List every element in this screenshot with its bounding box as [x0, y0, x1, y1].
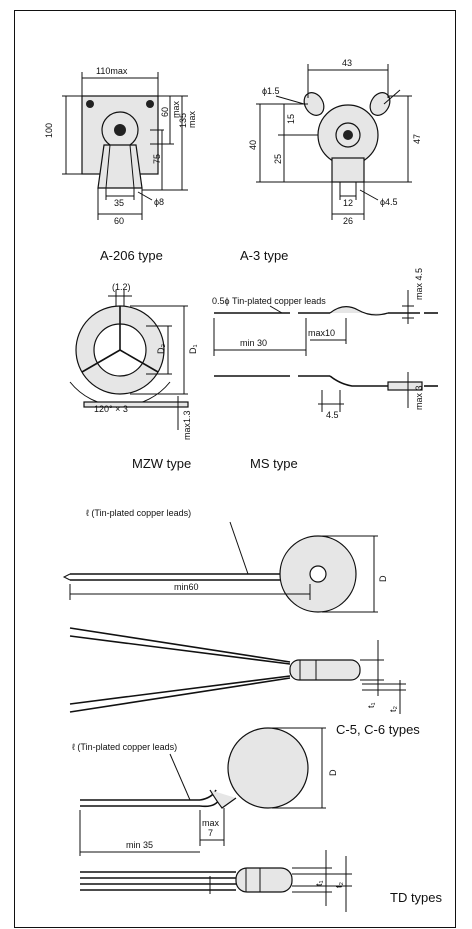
ms-max3-label: max 3	[414, 385, 424, 410]
a3-center	[343, 130, 353, 140]
drawing-frame	[14, 10, 456, 928]
ms-diagram	[213, 290, 438, 412]
a206-h135-label: 135	[178, 113, 188, 128]
a3-stem	[331, 157, 365, 183]
td-t2-label: t₂	[334, 881, 344, 888]
a3-w26-label: 26	[343, 216, 353, 226]
a206-h135-max: max	[187, 110, 197, 128]
c56-d-label: D	[378, 575, 388, 582]
caption-td: TD types	[390, 890, 443, 905]
ms-element-top	[329, 306, 389, 316]
td-diagram	[79, 727, 352, 912]
a206-corner-hole	[86, 100, 94, 108]
a3-h47-label: 47	[412, 134, 422, 144]
caption-a3: A-3 type	[240, 248, 288, 263]
caption-c5c6: C-5, C-6 types	[336, 722, 420, 737]
a206-w35-label: 35	[114, 198, 124, 208]
a206-height-label: 100	[44, 123, 54, 138]
td-disc	[227, 727, 309, 809]
a3-h15-label: 15	[286, 114, 296, 124]
caption-ms: MS type	[250, 456, 298, 471]
c56-side-lead-upper	[69, 627, 291, 663]
td-t1-label: t₁	[314, 880, 324, 886]
td-leads-label: ℓ (Tin-plated copper leads)	[72, 742, 177, 752]
a206-h60-max: max	[171, 100, 181, 118]
a3-ear-right	[369, 92, 391, 116]
a3-h25-label: 25	[273, 154, 283, 164]
td-seven-label: 7	[208, 828, 213, 838]
mzw-angle-label: 120° × 3	[94, 404, 128, 414]
mzw-d2-label: D₂	[156, 344, 166, 354]
c56-center-ring	[309, 565, 327, 583]
a3-w12-label: 12	[343, 198, 353, 208]
td-d-label: D	[328, 769, 338, 776]
mzw-d1-label: D₁	[188, 344, 198, 354]
c56-t1-label: t₁	[366, 702, 376, 708]
a3-hole-label: ϕ1.5	[262, 86, 280, 96]
a206-h60-label: 60	[160, 107, 170, 117]
a206-corner-hole	[146, 100, 154, 108]
td-min35-label: min 35	[126, 840, 153, 850]
caption-mzw: MZW type	[132, 456, 191, 471]
c56-side-lead-lower	[69, 675, 291, 705]
ms-leads-label: 0.5ϕ Tin-plated copper leads	[212, 296, 326, 306]
ms-min30-label: min 30	[240, 338, 267, 348]
a206-w60-label: 60	[114, 216, 124, 226]
a3-h40-label: 40	[248, 140, 258, 150]
c56-side-body	[289, 659, 361, 681]
mzw-gap-label: (1.2)	[112, 282, 131, 292]
caption-a206: A-206 type	[100, 248, 163, 263]
ms-lead-bottom	[329, 375, 388, 387]
a206-center	[114, 124, 126, 136]
td-side-body	[235, 867, 293, 893]
a3-dia-label: ϕ4.5	[380, 197, 398, 207]
c56-leads-label: ℓ (Tin-plated copper leads)	[86, 508, 191, 518]
a206-h75-label: 75	[152, 154, 162, 164]
a206-width-label: 110max	[96, 66, 128, 76]
c56-min60-label: min60	[174, 582, 199, 592]
ms-w45-label: 4.5	[326, 410, 339, 420]
mzw-lead	[83, 401, 189, 408]
td-max-label: max	[202, 818, 220, 828]
mzw-thick-label: max1.3	[182, 410, 192, 440]
a206-leg	[97, 144, 143, 189]
c56-diagram	[62, 521, 406, 714]
a3-width-label: 43	[342, 58, 352, 68]
c56-t2-label: t₂	[388, 705, 398, 712]
mzw-diagram	[69, 290, 189, 430]
ms-max45-label: max 4.5	[414, 268, 424, 300]
a206-dia-label: ϕ8	[154, 197, 164, 207]
ms-max10-label: max10	[308, 328, 335, 338]
a3-diagram	[256, 64, 412, 220]
a206-diagram	[62, 72, 188, 220]
